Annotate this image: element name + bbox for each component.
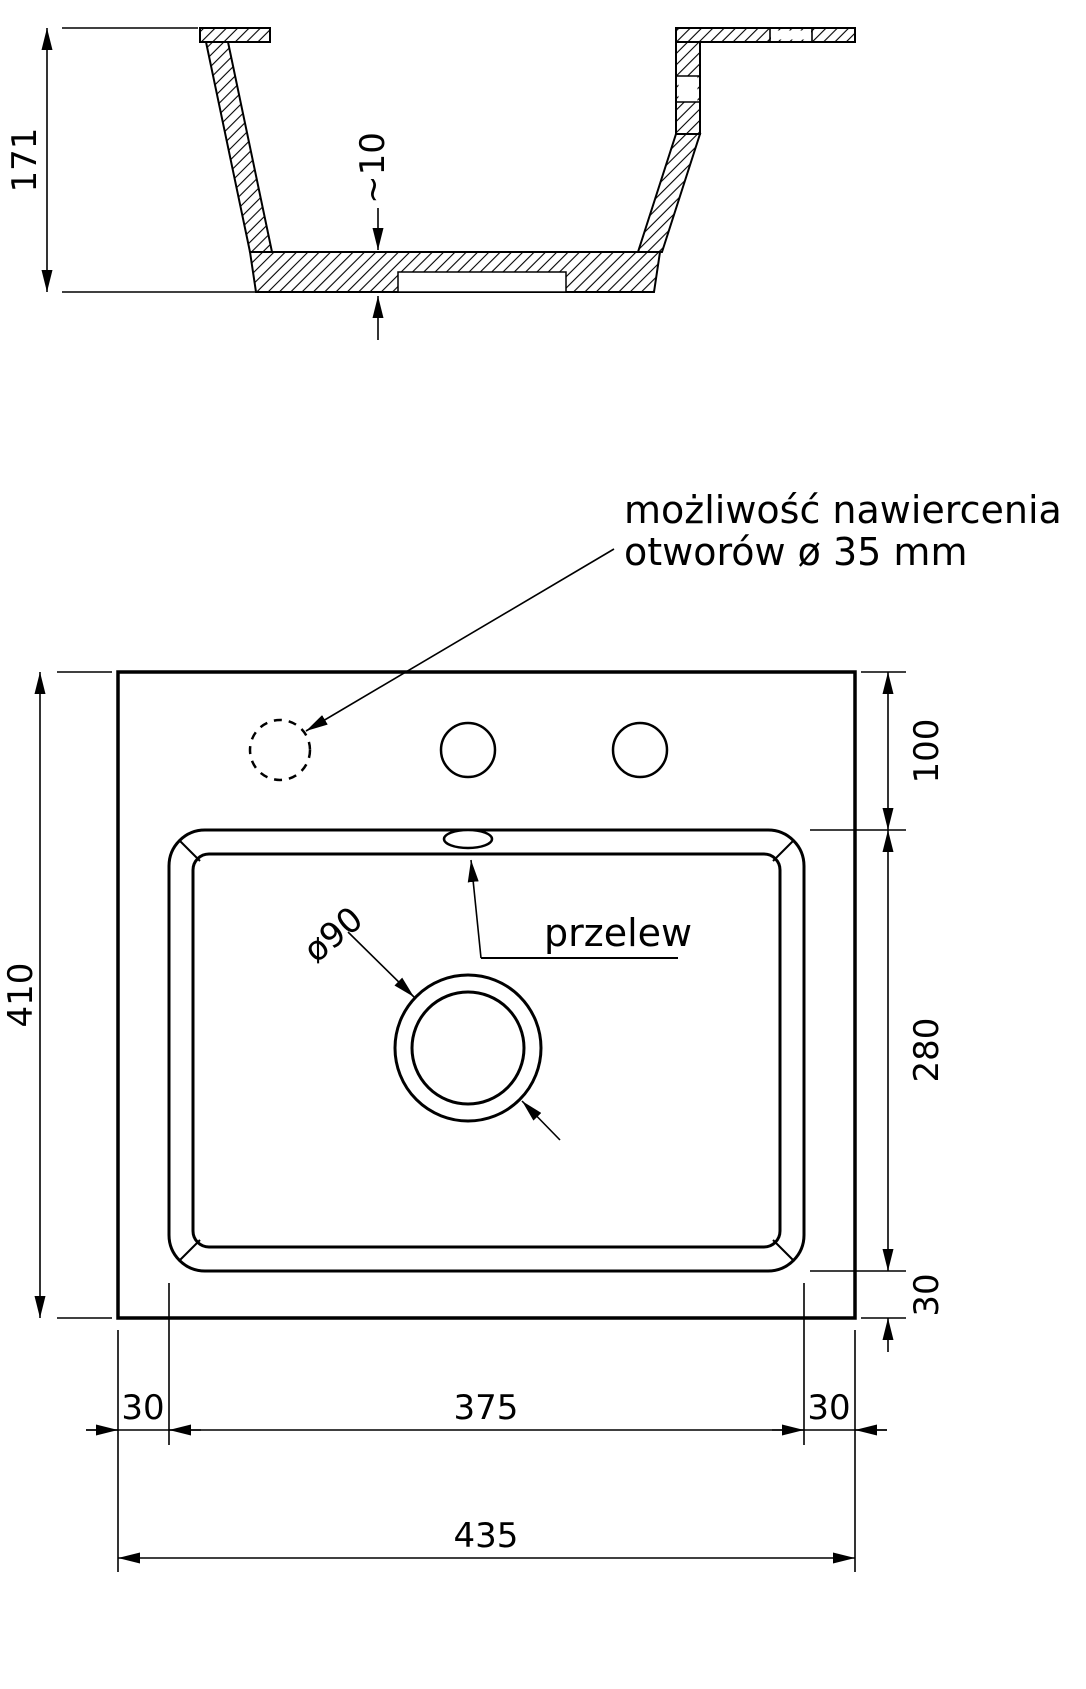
top-view: ø90 przelew możliwość nawiercenia otworó… — [1, 488, 1062, 1572]
dimension-bottom-thickness: ~10 — [353, 132, 393, 340]
drain-diameter-label: ø90 — [296, 899, 371, 971]
dimension-overall-height: 410 — [1, 671, 112, 1319]
bowl-inner-rim — [191, 852, 782, 1249]
overflow-opening — [442, 828, 494, 850]
drain-inner-circle — [410, 990, 526, 1106]
faucet-hole — [611, 721, 669, 779]
drain-outer-circle — [393, 973, 543, 1123]
dim-overall-width-label: 435 — [454, 1516, 519, 1556]
bowl-corner-line — [772, 840, 794, 862]
dim-top-to-bowl-label: 100 — [907, 719, 947, 784]
drill-note: możliwość nawiercenia otworów ø 35 mm — [305, 488, 1062, 732]
dim-bowl-height-label: 280 — [907, 1018, 947, 1083]
bowl-corner-line — [179, 840, 201, 862]
section-drain-recess — [397, 271, 567, 293]
section-deck — [675, 27, 856, 43]
drill-note-line2: otworów ø 35 mm — [624, 530, 967, 574]
bowl-corner-line — [772, 1239, 794, 1261]
dimension-depth-171: 171 — [5, 27, 394, 293]
section-hole-gap-vertical — [678, 76, 698, 102]
leader-line — [347, 931, 415, 998]
section-left-flange — [199, 27, 271, 43]
dim-right-margin-label: 30 — [807, 1388, 850, 1428]
sink-outline — [116, 670, 857, 1320]
dim-depth-label: 171 — [5, 128, 45, 193]
optional-drill-hole — [248, 718, 312, 782]
overflow-label: przelew — [544, 911, 692, 955]
dim-bottom-thickness-label: ~10 — [353, 132, 393, 204]
overflow-callout: przelew — [467, 859, 692, 959]
dimension-right-column: 100 280 30 — [810, 671, 947, 1352]
dim-bowl-bottom-margin-label: 30 — [907, 1273, 947, 1316]
section-view: 171 ~10 — [5, 27, 856, 340]
bowl-corner-line — [179, 1239, 201, 1261]
leader-line — [467, 859, 482, 959]
dim-left-margin-label: 30 — [121, 1388, 164, 1428]
leader-line — [305, 548, 615, 732]
drain-diameter-callout: ø90 — [296, 899, 561, 1141]
section-hole-gap-deck — [771, 30, 811, 40]
dim-bowl-width-label: 375 — [454, 1388, 519, 1428]
faucet-hole — [439, 721, 497, 779]
drill-note-line1: możliwość nawiercenia — [624, 488, 1062, 532]
dimension-overall-width: 435 — [118, 1516, 855, 1564]
section-right-wall — [636, 133, 702, 253]
dimension-bottom-row: 30 375 30 — [86, 1283, 887, 1572]
leader-line — [521, 1100, 561, 1141]
bowl-outer-rim — [167, 828, 806, 1273]
dim-overall-height-label: 410 — [1, 963, 41, 1028]
section-left-wall — [204, 41, 274, 253]
